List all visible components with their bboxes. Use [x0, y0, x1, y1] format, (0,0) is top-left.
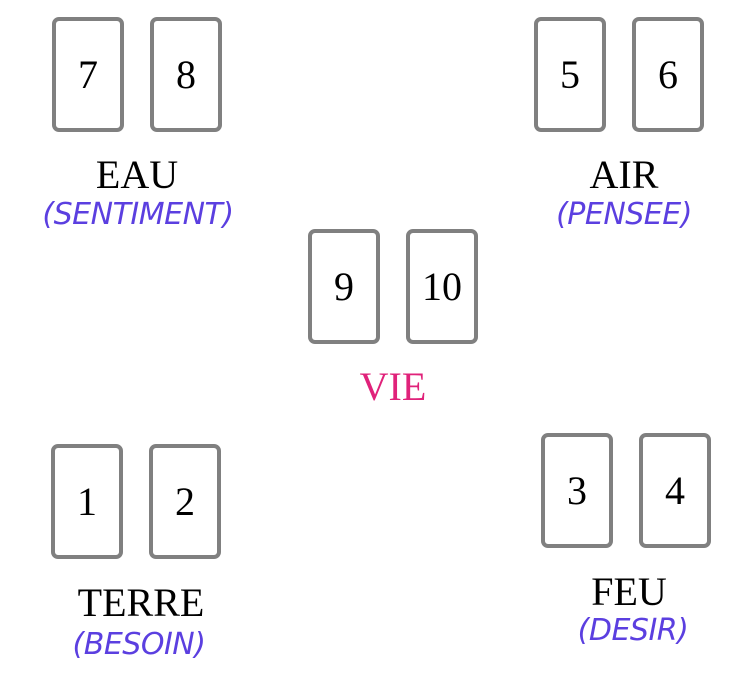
- card-9: 9: [308, 229, 380, 344]
- eau-group: 7 8 EAU (SENTIMENT): [42, 17, 252, 247]
- feu-meaning: (DESIR): [577, 613, 689, 648]
- feu-group: 3 4 FEU (DESIR): [541, 433, 741, 663]
- card-3: 3: [541, 433, 613, 548]
- vie-label: VIE: [359, 364, 427, 409]
- terre-label: TERRE: [77, 580, 205, 625]
- air-meaning: (PENSEE): [556, 197, 692, 232]
- terre-meaning: (BESOIN): [72, 627, 206, 662]
- feu-label: FEU: [591, 569, 667, 614]
- card-10: 10: [406, 229, 478, 344]
- eau-meaning: (SENTIMENT): [42, 197, 234, 232]
- card-4: 4: [639, 433, 711, 548]
- air-group: 5 6 AIR (PENSEE): [534, 17, 734, 247]
- terre-group: 1 2 TERRE (BESOIN): [51, 444, 251, 674]
- card-8: 8: [150, 17, 222, 132]
- card-2: 2: [149, 444, 221, 559]
- eau-label: EAU: [95, 152, 179, 197]
- card-1: 1: [51, 444, 123, 559]
- vie-group: 9 10 VIE: [308, 229, 508, 459]
- card-5: 5: [534, 17, 606, 132]
- card-6: 6: [632, 17, 704, 132]
- air-label: AIR: [589, 152, 659, 197]
- card-7: 7: [52, 17, 124, 132]
